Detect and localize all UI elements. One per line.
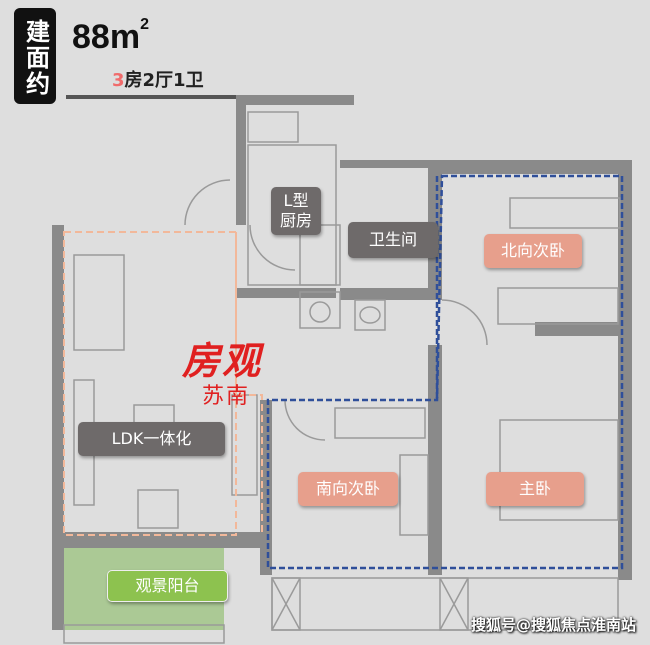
label-ldk: LDK一体化 bbox=[78, 422, 225, 456]
label-north-bedroom: 北向次卧 bbox=[484, 234, 582, 268]
logo-subtext: 苏南 bbox=[202, 384, 251, 409]
logo-text: 房观 bbox=[182, 338, 263, 383]
rooms-rest: 房2厅1卫 bbox=[124, 70, 204, 91]
rooms-count: 3 bbox=[112, 70, 125, 91]
label-master-bedroom: 主卧 bbox=[486, 472, 584, 506]
area-number: 88m bbox=[72, 18, 141, 56]
area-unit-sup: 2 bbox=[140, 16, 149, 33]
area-value: 88m2 bbox=[72, 16, 149, 57]
label-bathroom: 卫生间 bbox=[348, 222, 438, 258]
label-kitchen: L型 厨房 bbox=[271, 187, 321, 235]
room-layout: 3房2厅1卫 bbox=[112, 66, 204, 92]
area-badge: 建面约 bbox=[12, 6, 58, 106]
watermark: 搜狐号@搜狐焦点淮南站 bbox=[470, 616, 636, 634]
label-balcony: 观景阳台 bbox=[107, 570, 228, 602]
label-south-bedroom: 南向次卧 bbox=[298, 472, 398, 506]
